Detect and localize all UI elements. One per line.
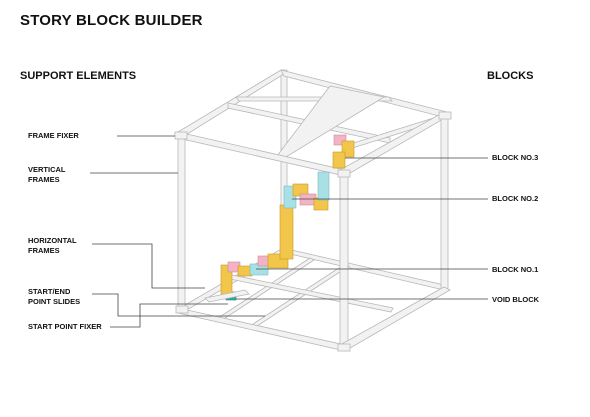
frame-fixer-top-right (438, 111, 452, 120)
frame-fixer-top-front (337, 169, 351, 178)
bottom-frame-front-right (339, 286, 451, 352)
top-frame-back-left (177, 69, 288, 137)
front-vertical-frame (339, 173, 349, 351)
block-no-2 (279, 171, 330, 260)
support-elements-heading: SUPPORT ELEMENTS (20, 70, 137, 82)
label-block-no-3: BLOCK NO.3 (492, 153, 539, 162)
right-vertical-frame (440, 115, 449, 292)
leader-start-end-point-slides (92, 293, 265, 317)
block-3-pink (333, 134, 347, 146)
start-point-slide (204, 289, 250, 303)
leader-lines (90, 135, 488, 328)
block-2-pink (299, 193, 317, 206)
leader-horizontal-frames (92, 243, 205, 289)
blocks-heading: BLOCKS (487, 70, 534, 82)
frame-fixer-bottom-front (337, 343, 351, 352)
label-void-block: VOID BLOCK (492, 295, 540, 304)
top-frame-front-left (177, 131, 346, 177)
left-vertical-frame (177, 135, 186, 312)
label-horizontal-frames: HORIZONTAL FRAMES (28, 236, 77, 255)
frame-fixer-bottom-left (175, 305, 189, 314)
label-frame-fixer: FRAME FIXER (28, 131, 79, 140)
block-no-1 (220, 253, 289, 298)
front-frame (174, 111, 452, 352)
block-3-yellow-2 (332, 151, 346, 169)
top-frame (177, 85, 451, 177)
leader-start-point-fixer (110, 303, 228, 328)
block-2-column (279, 204, 294, 260)
bottom-frame-front-left (177, 307, 346, 352)
label-block-no-2: BLOCK NO.2 (492, 194, 539, 203)
label-vertical-frames: VERTICAL FRAMES (28, 165, 66, 184)
bottom-rail-cross (229, 274, 394, 313)
block-2-cyan-2 (317, 171, 330, 201)
frame-fixer-top-left (174, 131, 188, 140)
block-no-3 (332, 134, 355, 169)
label-start-end-point-slides: START/END POINT SLIDES (28, 287, 81, 306)
page-title: STORY BLOCK BUILDER (20, 12, 203, 29)
label-block-no-1: BLOCK NO.1 (492, 265, 539, 274)
label-start-point-fixer: START POINT FIXER (28, 322, 102, 331)
